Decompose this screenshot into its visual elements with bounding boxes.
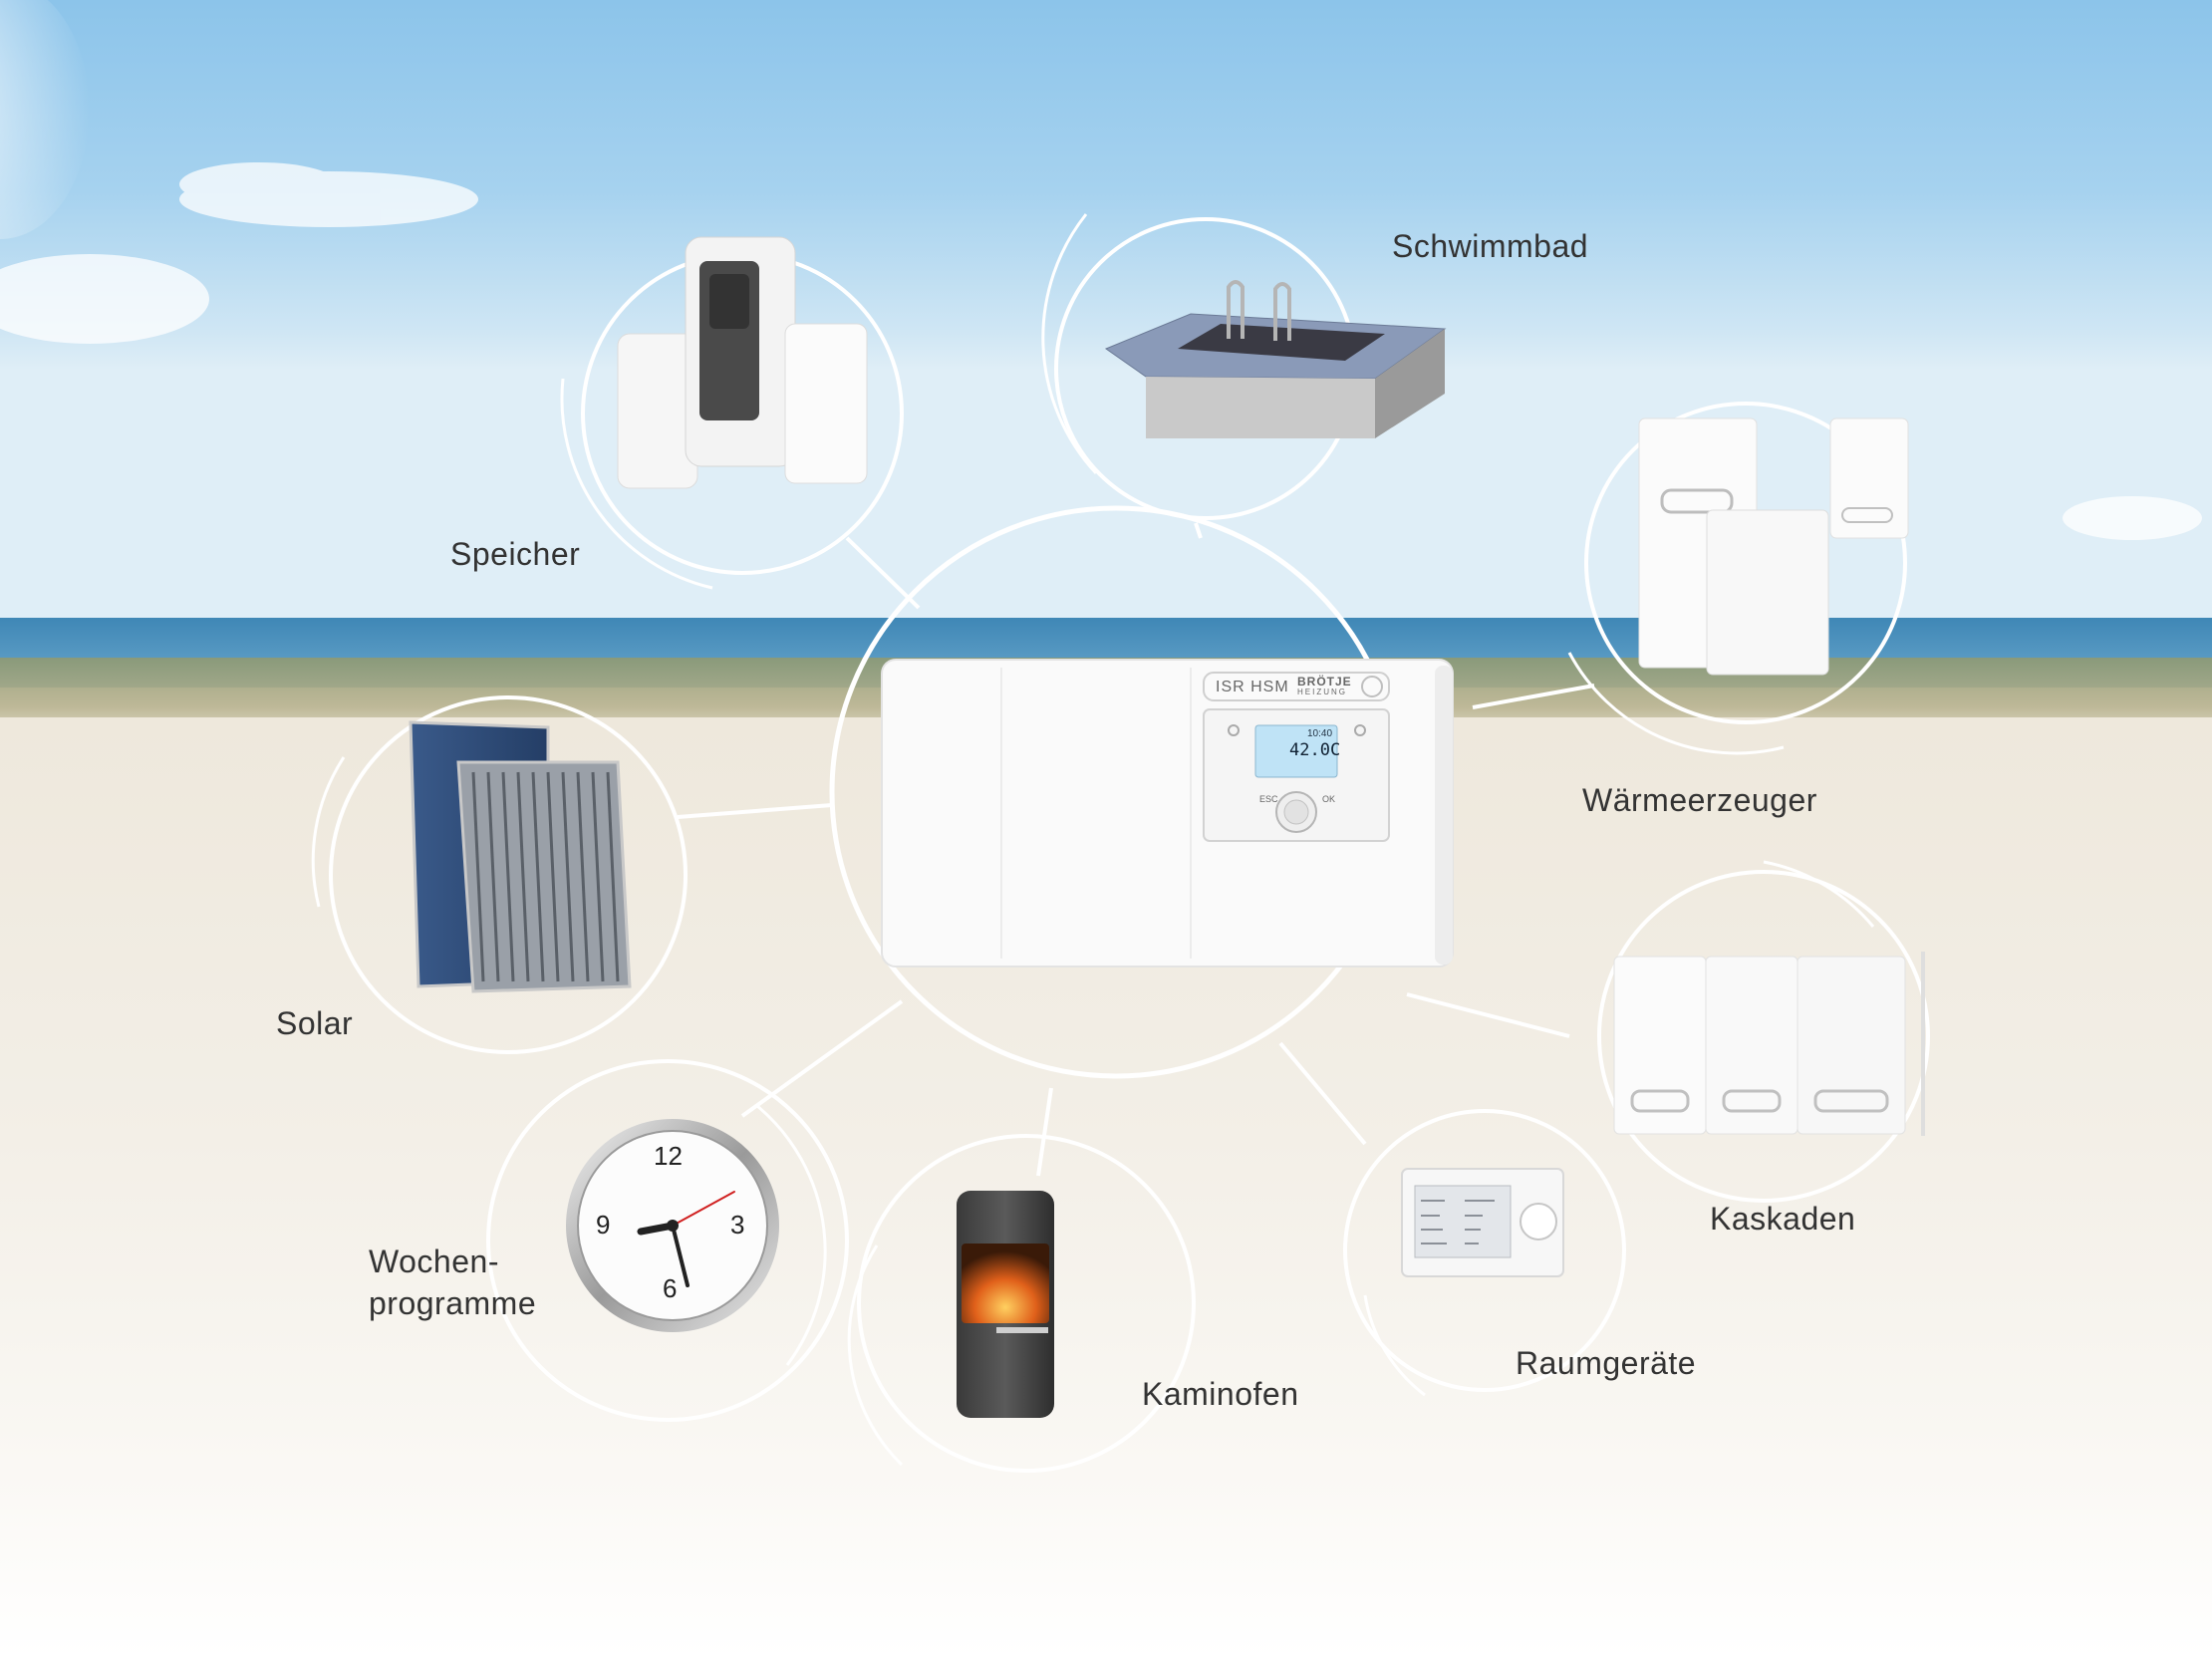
label-wochenprogramme-line1: Wochen- (369, 1244, 499, 1279)
clouds (0, 162, 2202, 540)
controller-model-label: ISR HSM (1216, 679, 1289, 695)
fireplace-stove-image (957, 1191, 1054, 1418)
swimming-pool-image (1104, 280, 1447, 438)
clock-image (566, 1119, 779, 1332)
clock-numeral-3: 3 (730, 1210, 745, 1240)
clock-numeral-12: 12 (654, 1141, 683, 1171)
heat-generator-image (1638, 417, 1909, 676)
sun-glow (0, 0, 90, 239)
label-raumgeraete: Raumgeräte (1516, 1345, 1697, 1381)
label-solar: Solar (276, 1005, 354, 1041)
ok-button: OK (1322, 794, 1336, 804)
label-wochenprogramme-line2: programme (369, 1285, 537, 1321)
controller-brand-label: BRÖTJE (1297, 675, 1352, 689)
display-time: 10:40 (1307, 728, 1333, 739)
storage-tank-image (617, 236, 868, 489)
isr-hsm-controller (881, 659, 1454, 967)
room-unit-image (1401, 1168, 1564, 1277)
label-schwimmbad: Schwimmbad (1392, 228, 1589, 264)
label-speicher: Speicher (450, 536, 581, 572)
display-temperature: 42.0C (1289, 740, 1341, 760)
solar-collector-image (409, 720, 632, 993)
connector-lines (677, 522, 1595, 1177)
label-kaskaden: Kaskaden (1710, 1201, 1856, 1237)
clock-numeral-6: 6 (663, 1273, 678, 1303)
cascade-boilers-image (1613, 952, 1925, 1136)
label-kaminofen: Kaminofen (1142, 1376, 1299, 1412)
esc-button: ESC (1259, 794, 1278, 804)
controller-brand-sub-label: HEIZUNG (1297, 688, 1347, 696)
clock-numeral-9: 9 (596, 1210, 611, 1240)
label-waermeerzeuger: Wärmeerzeuger (1582, 782, 1817, 818)
